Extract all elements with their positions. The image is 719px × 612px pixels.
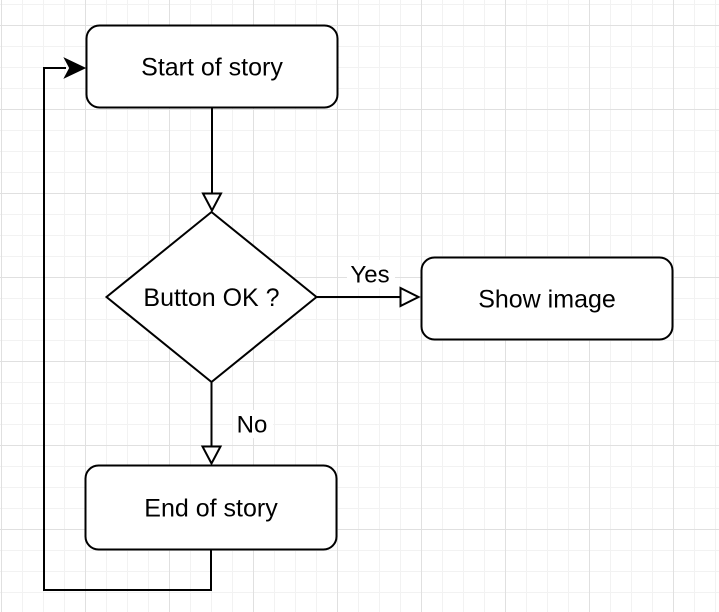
edge-line	[43, 67, 212, 591]
arrowhead-open-down-icon	[201, 192, 223, 213]
node-label: End of story	[144, 494, 278, 522]
node-label: Start of story	[141, 53, 283, 81]
arrowhead-open-down-icon	[200, 445, 223, 466]
node-show-image[interactable]: Show image	[420, 256, 674, 341]
arrowhead-open-right-icon	[399, 286, 421, 308]
diamond-shape	[104, 210, 319, 384]
edge-label-background	[347, 260, 395, 288]
edge-start-to-decision[interactable]	[201, 107, 223, 213]
edge-label-no: No	[237, 411, 268, 438]
arrowhead-filled-right-icon	[63, 57, 87, 79]
node-label: Show image	[478, 285, 616, 313]
node-decision-button-ok[interactable]: Button OK ?	[104, 210, 319, 384]
node-end-of-story[interactable]: End of story	[84, 464, 338, 551]
rounded-rect-shape	[84, 464, 338, 551]
node-start-of-story[interactable]: Start of story	[85, 24, 339, 109]
edge-decision-to-show-image[interactable]: Yes	[317, 260, 421, 308]
rounded-rect-shape	[420, 256, 674, 341]
edge-decision-to-end[interactable]: No	[200, 381, 274, 466]
edge-end-to-start[interactable]	[43, 57, 212, 591]
rounded-rect-shape	[85, 24, 339, 109]
edge-label-background	[233, 410, 273, 438]
edge-label-yes: Yes	[350, 261, 389, 288]
node-label: Button OK ?	[143, 284, 279, 312]
